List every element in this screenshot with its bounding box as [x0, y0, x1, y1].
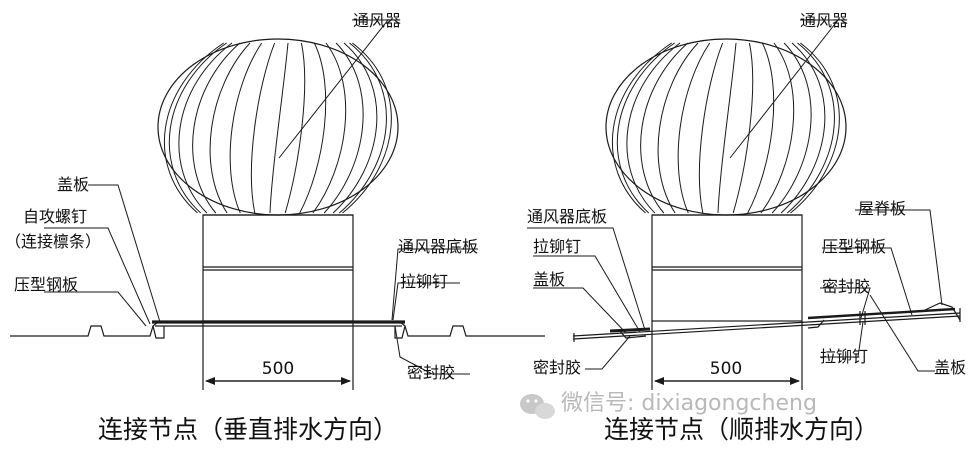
turbine-rib [626, 42, 681, 214]
turbine-rib [284, 42, 306, 214]
right-diagram [527, 19, 961, 390]
turbine-rib [250, 42, 276, 214]
turbine-rib [163, 42, 224, 214]
turbine-rib [640, 42, 689, 214]
left-label-ventilator: 通风器 [353, 11, 401, 30]
turbine-rib [790, 42, 840, 214]
right-ventilator-neck [651, 214, 803, 322]
turbine-rib [771, 42, 812, 214]
turbine-rib [732, 42, 754, 214]
left-label-self-tapping-screw: 自攻螺钉 [23, 207, 87, 226]
left-steel-sheet-left [10, 321, 159, 337]
watermark: 微信号: dixiagongcheng [520, 391, 817, 419]
right-dimension [651, 321, 803, 390]
turbine-rib [209, 42, 251, 214]
right-label-ridge-plate: 屋脊板 [858, 199, 906, 218]
right-label-rivet-right: 拉铆钉 [820, 347, 868, 366]
watermark-text: 微信号: dixiagongcheng [561, 391, 817, 416]
turbine-rib [338, 42, 387, 214]
turbine-rib [178, 42, 233, 214]
turbine-rib [192, 42, 241, 214]
turbine-rib [269, 42, 289, 214]
left-label-base-plate: 通风器底板 [398, 237, 478, 256]
turbine-rib [229, 42, 263, 214]
right-label-base-plate: 通风器底板 [527, 207, 607, 226]
right-caption: 连接节点（顺排水方向） [604, 415, 879, 444]
right-label-steel-sheet: 压型钢板 [822, 237, 886, 256]
turbine-rib [312, 42, 347, 214]
right-label-ventilator: 通风器 [800, 11, 848, 30]
turbine-rib [717, 42, 737, 214]
left-labels: 通风器 盖板 自攻螺钉 （连接檩条） 压型钢板 通风器底板 拉铆钉 密封胶 50… [5, 11, 478, 444]
right-dimension-label: 500 [710, 359, 742, 379]
right-sloped-sheets [572, 302, 961, 342]
turbine-rib [786, 42, 835, 214]
right-label-rivet-left: 拉铆钉 [533, 237, 581, 256]
right-ventilator-turbine [605, 38, 847, 216]
left-diagram [10, 19, 545, 390]
left-leaders [44, 19, 478, 375]
wechat-icon [520, 394, 555, 419]
right-label-sealant-right: 密封胶 [822, 277, 870, 296]
turbine-rib [698, 42, 724, 214]
turbine-rib [332, 42, 378, 214]
turbine-rib [323, 42, 364, 214]
right-turbine-ribs [611, 42, 840, 214]
turbine-rib [342, 42, 392, 214]
turbine-rib [760, 42, 795, 214]
left-label-screw-note: （连接檩条） [5, 232, 101, 251]
right-leaders [527, 19, 943, 372]
turbine-rib [168, 42, 227, 214]
turbine-rib [747, 42, 775, 214]
left-steel-sheet-right [399, 321, 545, 337]
left-ventilator-turbine [157, 38, 399, 216]
turbine-rib [780, 42, 826, 214]
left-dimension-label: 500 [262, 359, 294, 379]
turbine-rib [616, 42, 675, 214]
left-label-rivet: 拉铆钉 [400, 272, 448, 291]
right-label-cover-right: 盖板 [934, 358, 966, 377]
right-labels: 通风器 通风器底板 拉铆钉 盖板 密封胶 屋脊板 压型钢板 密封胶 拉铆钉 盖板… [527, 11, 966, 444]
turbine-rib [657, 42, 699, 214]
turbine-rib [299, 42, 327, 214]
left-turbine-ribs [163, 42, 392, 214]
right-label-cover-left: 盖板 [533, 270, 565, 289]
left-ventilator-neck [202, 214, 354, 322]
left-label-sealant: 密封胶 [407, 363, 455, 382]
left-label-steel-sheet: 压型钢板 [14, 275, 78, 294]
left-caption: 连接节点（垂直排水方向） [98, 415, 398, 444]
right-label-sealant-left: 密封胶 [533, 358, 581, 377]
left-label-cover-plate: 盖板 [57, 175, 89, 194]
left-dimension [202, 321, 354, 390]
turbine-rib [677, 42, 711, 214]
turbine-rib [611, 42, 672, 214]
